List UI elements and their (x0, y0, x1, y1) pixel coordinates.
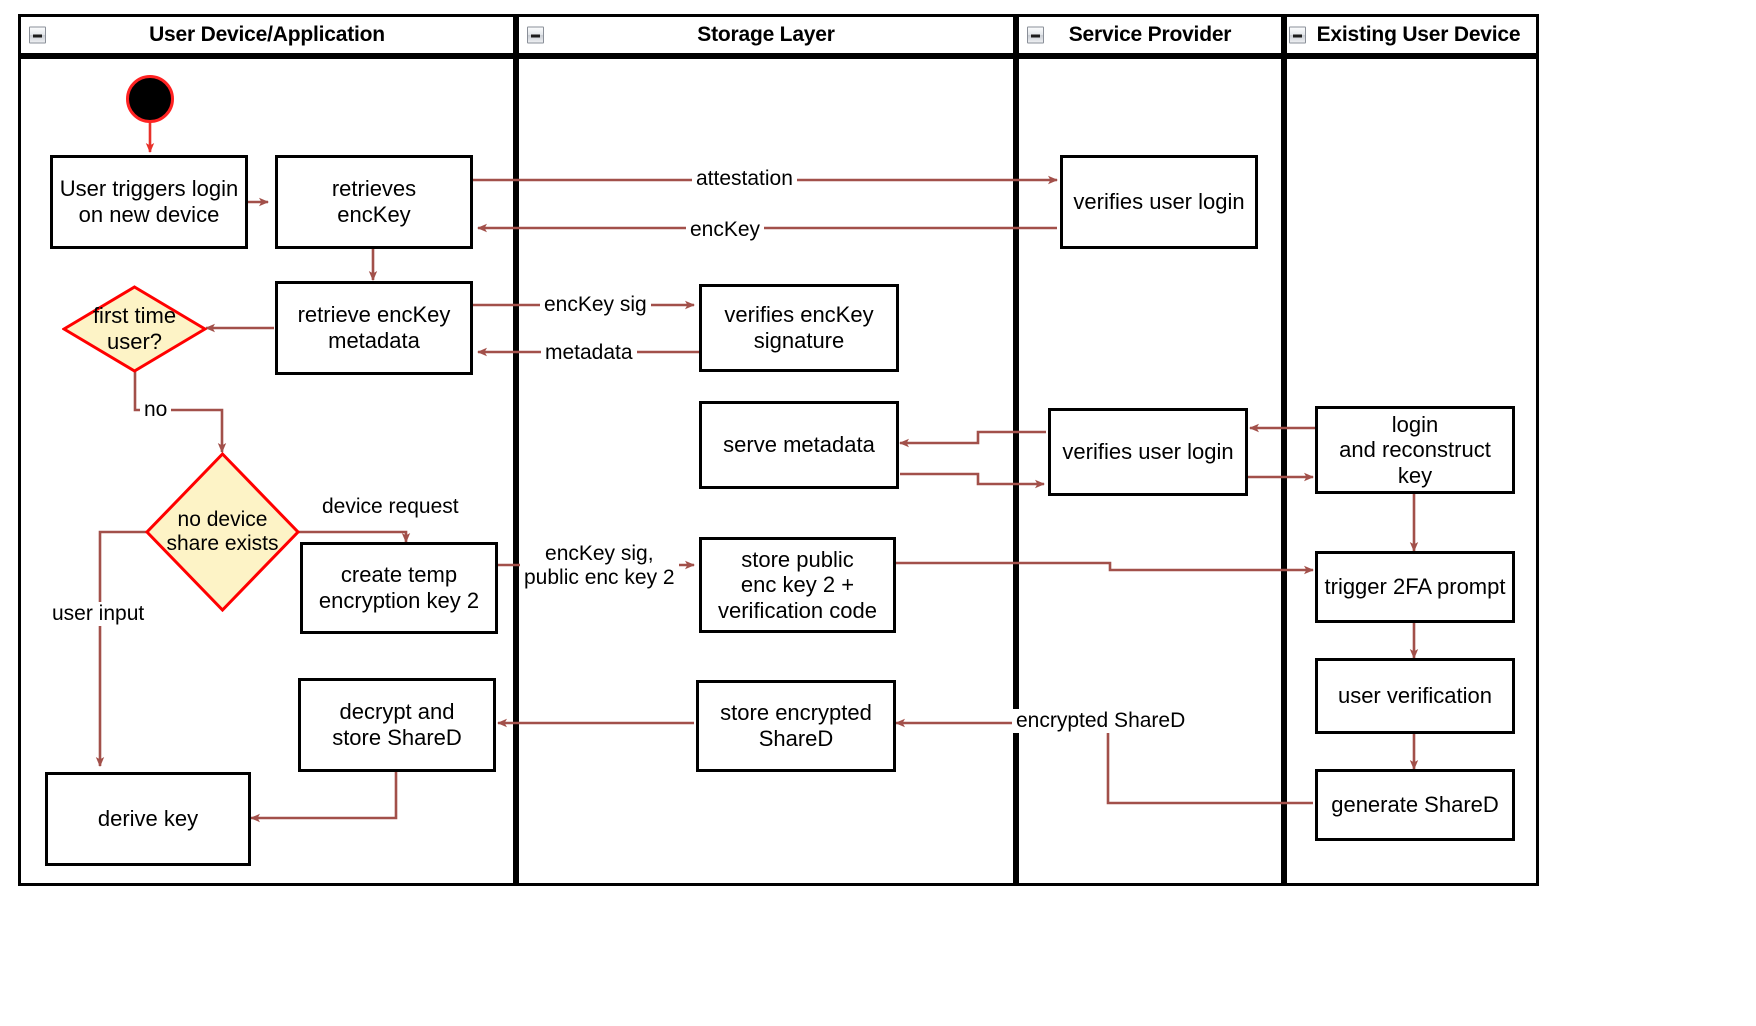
edge-label-enckey-sig-public-enc-key-2: encKey sig, public enc key 2 (520, 542, 679, 590)
lane-title-storage-layer: Storage Layer (697, 23, 835, 46)
lane-title-user-device: User Device/Application (149, 23, 385, 46)
node-serve-metadata[interactable]: serve metadata (699, 401, 899, 489)
diamond-shape (62, 285, 207, 373)
collapse-minus-icon[interactable] (527, 26, 544, 44)
collapse-minus-icon[interactable] (29, 26, 46, 44)
diamond-shape (145, 452, 300, 612)
edge-label-metadata: metadata (541, 341, 637, 365)
node-user-triggers-login[interactable]: User triggers login on new device (50, 155, 248, 249)
node-retrieve-enckey-metadata[interactable]: retrieve encKey metadata (275, 281, 473, 375)
collapse-minus-icon[interactable] (1289, 26, 1306, 44)
node-derive-key[interactable]: derive key (45, 772, 251, 866)
edge-label-device-request: device request (318, 495, 463, 519)
node-verifies-user-login-2[interactable]: verifies user login (1048, 408, 1248, 496)
node-store-encrypted-shared[interactable]: store encrypted ShareD (696, 680, 896, 772)
lane-title-existing-user-device: Existing User Device (1316, 23, 1521, 46)
node-create-temp-encryption-key-2[interactable]: create temp encryption key 2 (300, 542, 498, 634)
lane-header-storage-layer[interactable]: Storage Layer (516, 14, 1016, 56)
lane-body-user-device (18, 56, 516, 886)
node-verifies-enckey-signature[interactable]: verifies encKey signature (699, 284, 899, 372)
edge-label-encrypted-shared: encrypted ShareD (1012, 709, 1190, 733)
node-login-and-reconstruct-key[interactable]: login and reconstruct key (1315, 406, 1515, 494)
edge-label-user-input: user input (48, 602, 149, 626)
edge-label-enckey-sig: encKey sig (540, 293, 651, 317)
node-generate-shared[interactable]: generate ShareD (1315, 769, 1515, 841)
node-decrypt-and-store-shared[interactable]: decrypt and store ShareD (298, 678, 496, 772)
edge-label-no: no (140, 398, 172, 422)
lane-body-storage-layer (516, 56, 1016, 886)
edge-label-enckey: encKey (686, 218, 765, 242)
node-user-verification[interactable]: user verification (1315, 658, 1515, 734)
lane-body-existing-user-device (1284, 56, 1539, 886)
lane-header-user-device[interactable]: User Device/Application (18, 14, 516, 56)
decision-no-device-share-exists[interactable]: no device share exists (145, 452, 300, 612)
lane-header-service-provider[interactable]: Service Provider (1016, 14, 1284, 56)
collapse-minus-icon[interactable] (1027, 26, 1044, 44)
lane-body-service-provider (1016, 56, 1284, 886)
lane-header-existing-user-device[interactable]: Existing User Device (1284, 14, 1539, 56)
initial-node (126, 75, 174, 123)
edge-label-attestation: attestation (692, 167, 797, 191)
node-verifies-user-login-1[interactable]: verifies user login (1060, 155, 1258, 249)
node-trigger-2fa-prompt[interactable]: trigger 2FA prompt (1315, 551, 1515, 623)
lane-title-service-provider: Service Provider (1068, 23, 1232, 46)
node-store-public-enc-key-2[interactable]: store public enc key 2 + verification co… (699, 537, 896, 633)
node-retrieves-enckey[interactable]: retrieves encKey (275, 155, 473, 249)
decision-first-time-user[interactable]: first time user? (62, 285, 207, 373)
